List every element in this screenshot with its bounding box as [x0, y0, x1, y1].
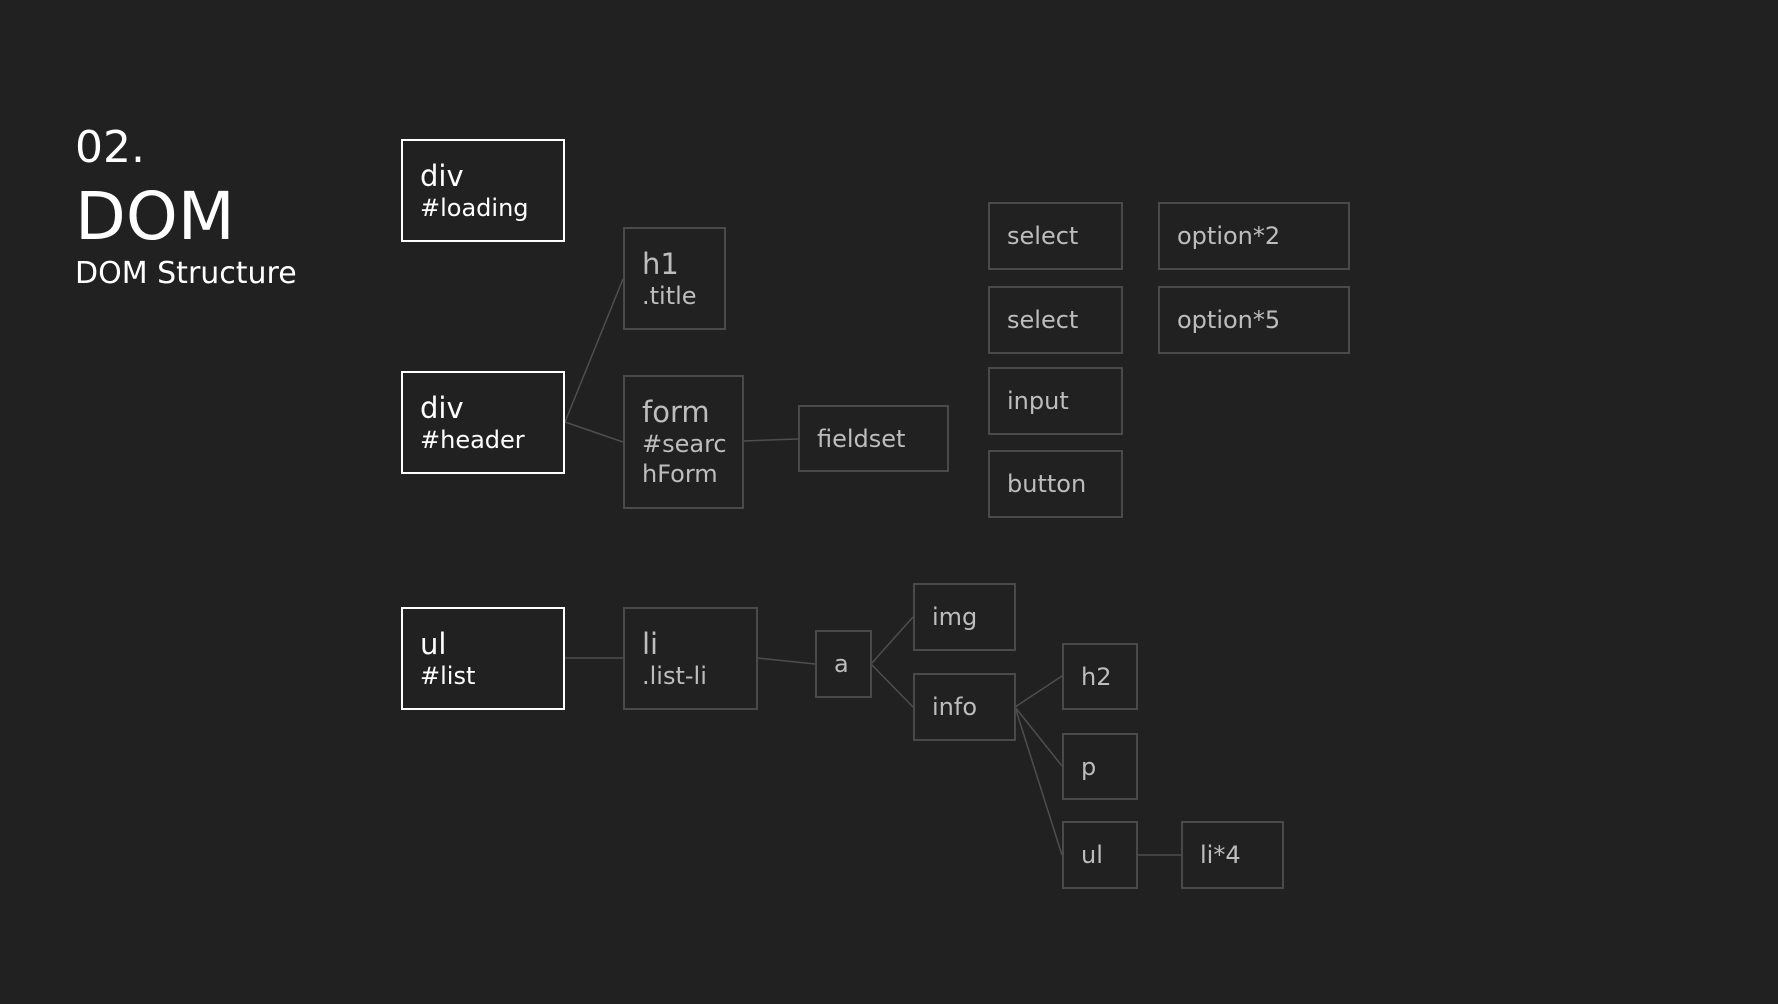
node-tag: ul — [1081, 841, 1103, 869]
link-a-img — [870, 616, 914, 665]
page-subtitle: DOM Structure — [75, 256, 297, 291]
node-h2: h2 — [1062, 643, 1138, 710]
node-tag: fieldset — [817, 424, 906, 453]
node-tag: form — [642, 395, 710, 429]
node-ul-list: ul #list — [401, 607, 565, 710]
node-select-2: select — [988, 286, 1123, 354]
node-fieldset: fieldset — [798, 405, 949, 472]
node-select-1: select — [988, 202, 1123, 270]
node-tag: li — [642, 626, 659, 661]
node-tag: input — [1007, 387, 1069, 415]
node-tag: select — [1007, 306, 1079, 334]
node-img: img — [913, 583, 1016, 651]
node-div-header: div #header — [401, 371, 565, 474]
node-info: info — [913, 673, 1016, 741]
node-tag: div — [420, 158, 464, 193]
link-info-p — [1014, 706, 1063, 767]
node-selector: .list-li — [642, 661, 707, 690]
node-p: p — [1062, 733, 1138, 800]
link-info-ul — [1014, 706, 1063, 856]
link-a-info — [870, 663, 914, 708]
node-tag: p — [1081, 752, 1097, 781]
node-selector: #list — [420, 661, 476, 690]
node-ul-inner: ul — [1062, 821, 1138, 889]
node-option-5: option*5 — [1158, 286, 1350, 354]
node-button: button — [988, 450, 1123, 518]
node-a: a — [815, 630, 872, 698]
node-option-2: option*2 — [1158, 202, 1350, 270]
node-div-loading: div #loading — [401, 139, 565, 242]
link-header-h1 — [564, 278, 624, 423]
link-header-form — [564, 421, 624, 443]
link-form-fieldset — [742, 438, 799, 442]
node-li-list-li: li .list-li — [623, 607, 758, 710]
node-tag: button — [1007, 470, 1087, 498]
node-selector: #searc hForm — [642, 430, 727, 488]
node-h1-title: h1 .title — [623, 227, 726, 330]
node-tag: option*2 — [1177, 222, 1281, 250]
node-tag: a — [834, 650, 849, 678]
node-tag: img — [932, 603, 978, 631]
page-title: DOM — [75, 178, 235, 255]
node-selector: #loading — [420, 193, 529, 222]
node-tag: h2 — [1081, 662, 1112, 691]
link-li-a — [756, 657, 816, 665]
link-info-h2 — [1014, 675, 1063, 708]
node-tag: li*4 — [1200, 841, 1241, 869]
node-selector: #header — [420, 425, 525, 454]
node-tag: info — [932, 693, 978, 721]
node-li-4: li*4 — [1181, 821, 1284, 889]
node-tag: ul — [420, 626, 447, 661]
node-input: input — [988, 367, 1123, 435]
node-selector: .title — [642, 281, 697, 310]
section-number: 02. — [75, 122, 145, 173]
node-tag: h1 — [642, 246, 679, 281]
node-tag: option*5 — [1177, 306, 1281, 334]
node-tag: select — [1007, 222, 1079, 250]
node-tag: div — [420, 390, 464, 425]
node-form-searchform: form #searc hForm — [623, 375, 744, 509]
